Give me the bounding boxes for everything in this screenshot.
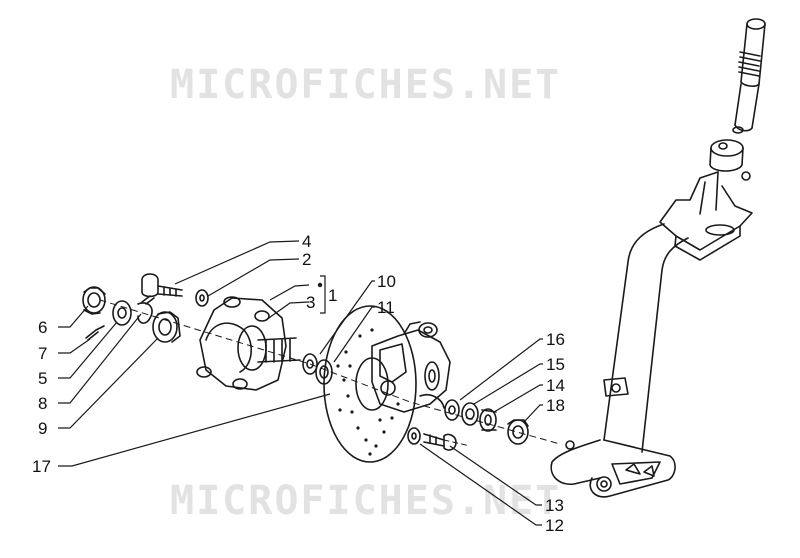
part-7-cotter-pin <box>85 325 105 341</box>
part-5-washer <box>112 300 132 326</box>
steering-bearing-cup <box>709 139 751 181</box>
callout-14: 14 <box>546 376 565 395</box>
callout-13: 13 <box>545 496 564 515</box>
part-14-spacer <box>479 408 497 432</box>
leader-lines <box>58 240 543 526</box>
part-6-nut <box>82 286 106 315</box>
callout-5: 5 <box>38 369 48 388</box>
callout-10: 10 <box>377 272 396 291</box>
part-10-spacer <box>302 353 318 375</box>
callout-dot <box>317 282 323 288</box>
brake-disc-holes <box>336 328 400 456</box>
callout-17: 17 <box>32 457 51 476</box>
part-16-washer <box>444 399 460 421</box>
part-4-bolt <box>141 273 183 298</box>
part-13-bolt <box>423 433 457 451</box>
steering-yoke-frame <box>550 171 753 498</box>
callout-15: 15 <box>546 355 565 374</box>
callout-8: 8 <box>38 394 48 413</box>
callout-2: 2 <box>302 250 312 269</box>
callout-1: 1 <box>328 286 338 305</box>
callout-4: 4 <box>302 232 312 251</box>
part-2-washer <box>195 289 209 307</box>
callout-18: 18 <box>546 396 565 415</box>
part-3-wheel-hub <box>196 296 301 391</box>
part-8-spring-clip <box>137 295 155 324</box>
callout-9: 9 <box>38 419 48 438</box>
callout-7: 7 <box>38 344 48 363</box>
steering-column <box>732 18 766 134</box>
part-18-nut <box>507 419 529 445</box>
part-15-bearing <box>461 402 479 426</box>
part-12-washer <box>407 427 421 445</box>
callout-6: 6 <box>38 318 48 337</box>
callout-3: 3 <box>306 293 316 312</box>
brake-caliper <box>371 321 451 413</box>
callout-11: 11 <box>377 298 395 317</box>
watermark-top: MICROFICHES.NET <box>170 62 562 108</box>
callout-16: 16 <box>546 330 565 349</box>
callout-12: 12 <box>545 516 564 535</box>
part-9-bearing <box>152 311 181 343</box>
watermark-bottom: MICROFICHES.NET <box>170 478 562 524</box>
